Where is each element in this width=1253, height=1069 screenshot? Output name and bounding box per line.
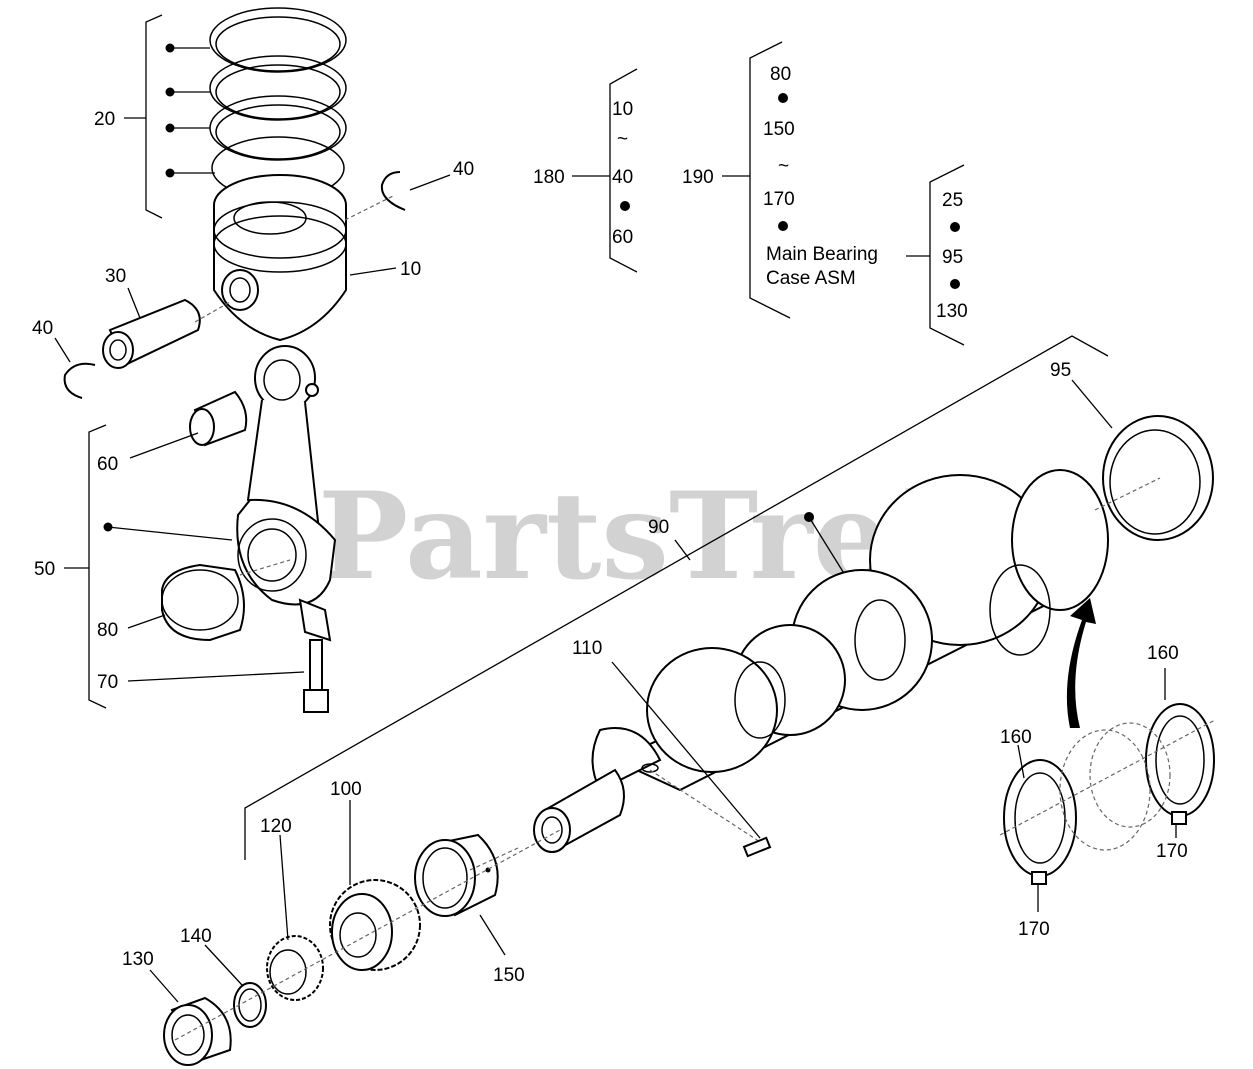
group-190-item-1: 80 — [770, 64, 791, 85]
rod-bolt[interactable] — [303, 639, 329, 713]
piston-pin[interactable] — [102, 298, 201, 369]
callout-110[interactable]: 110 — [572, 638, 602, 659]
main-bearing-item-1: 25 — [942, 190, 963, 211]
main-bearing[interactable] — [1102, 415, 1214, 541]
callout-40-lower[interactable]: 40 — [32, 318, 53, 339]
callout-130[interactable]: 130 — [122, 949, 154, 970]
piston-rings[interactable] — [209, 7, 347, 200]
group-180-item-1: 10 — [612, 99, 633, 120]
thrust-washer-left[interactable] — [1003, 759, 1077, 885]
bracket-50 — [64, 424, 233, 709]
small-end-bushing[interactable] — [189, 390, 248, 447]
group-190-label[interactable]: 190 — [682, 167, 714, 188]
callout-20[interactable]: 20 — [94, 109, 115, 130]
main-bearing-item-3: 130 — [936, 301, 968, 322]
piston[interactable] — [213, 174, 347, 342]
connecting-rod[interactable] — [236, 345, 337, 642]
collar[interactable] — [163, 996, 232, 1066]
callout-140[interactable]: 140 — [180, 926, 212, 947]
callout-95[interactable]: 95 — [1050, 360, 1071, 381]
bearing-case[interactable] — [1059, 722, 1171, 851]
circlip-lower[interactable] — [63, 362, 96, 399]
group-190 — [722, 41, 930, 319]
bracket-90 — [244, 335, 1109, 860]
snap-ring[interactable] — [233, 982, 267, 1028]
callout-170-right[interactable]: 170 — [1156, 841, 1188, 862]
crankshaft[interactable] — [533, 469, 1109, 853]
callout-40-upper[interactable]: 40 — [453, 159, 474, 180]
group-190-item-3: ~ — [778, 156, 789, 177]
callout-60[interactable]: 60 — [97, 454, 118, 475]
callout-160-right[interactable]: 160 — [1147, 643, 1179, 664]
thrust-washer-right[interactable] — [1145, 703, 1215, 825]
big-end-bearing[interactable] — [161, 563, 245, 642]
group-190-item-2: 150 — [763, 119, 795, 140]
gear-large[interactable] — [329, 879, 421, 971]
group-180-item-2: ~ — [617, 129, 628, 150]
callout-150[interactable]: 150 — [493, 965, 525, 986]
callout-120[interactable]: 120 — [260, 816, 292, 837]
callout-160-left[interactable]: 160 — [1000, 727, 1032, 748]
main-bearing-item-2: 95 — [942, 247, 963, 268]
group-180-item-4: 60 — [612, 227, 633, 248]
group-180-item-3: 40 — [612, 167, 633, 188]
group-190-item-4: 170 — [763, 189, 795, 210]
bracket-20 — [124, 14, 215, 219]
group-main-bearing — [929, 164, 965, 346]
main-bearing-label-line2[interactable]: Case ASM — [766, 268, 856, 289]
circlip-upper[interactable] — [380, 171, 406, 211]
callout-70[interactable]: 70 — [97, 672, 118, 693]
gear-small[interactable] — [266, 935, 324, 1001]
group-180-label[interactable]: 180 — [533, 167, 565, 188]
crank-sleeve[interactable] — [414, 833, 499, 917]
callout-50[interactable]: 50 — [34, 559, 55, 580]
callout-100[interactable]: 100 — [330, 779, 362, 800]
callout-10[interactable]: 10 — [400, 259, 421, 280]
group-180 — [572, 68, 638, 273]
callout-90[interactable]: 90 — [648, 517, 669, 538]
main-bearing-label-line1[interactable]: Main Bearing — [766, 244, 878, 265]
callout-30[interactable]: 30 — [105, 266, 126, 287]
curved-arrow-icon — [1066, 598, 1096, 728]
callout-170-left[interactable]: 170 — [1018, 919, 1050, 940]
callout-80[interactable]: 80 — [97, 620, 118, 641]
key[interactable] — [742, 836, 772, 858]
